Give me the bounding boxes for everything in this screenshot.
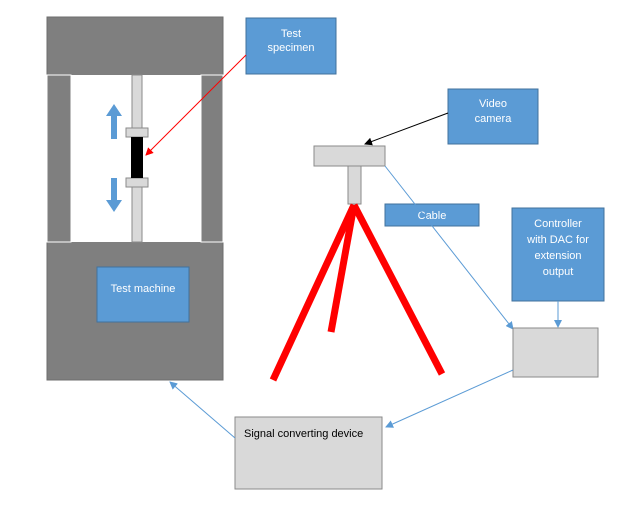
controller-to-converter-arrow	[385, 369, 514, 428]
arrow-up-icon	[106, 104, 122, 139]
test-specimen-label-box: Test specimen	[245, 17, 337, 75]
tripod	[269, 203, 446, 382]
controller-label-line1: Controller	[534, 218, 582, 230]
cable-label: Cable	[418, 210, 447, 222]
cable-connector	[384, 165, 514, 330]
specimen-pointer-arrow	[145, 54, 247, 156]
controller-label-box: Controller with DAC for extension output	[511, 207, 605, 302]
controller-label-line4: output	[543, 266, 574, 278]
camera-body	[313, 145, 386, 167]
cable-label-box: Cable	[384, 203, 480, 227]
camera-pointer-arrow	[364, 112, 449, 146]
lower-grip	[125, 177, 149, 188]
controller-label-line2: with DAC for	[526, 234, 589, 246]
controller-label-line3: extension	[534, 250, 581, 262]
controller-device	[512, 327, 599, 378]
specimen-assembly	[125, 74, 149, 243]
test-machine-label: Test machine	[111, 283, 176, 295]
test-specimen-label-line1: Test	[281, 28, 301, 40]
camera-mount	[347, 165, 362, 205]
arrow-down-icon	[106, 178, 122, 212]
video-camera-label-line2: camera	[475, 113, 513, 125]
video-camera	[313, 145, 386, 205]
tripod-leg-middle	[327, 204, 358, 333]
upper-grip	[125, 127, 149, 138]
signal-converting-device-label: Signal converting device	[244, 428, 363, 440]
video-camera-label-box: Video camera	[447, 88, 539, 145]
converter-to-machine-arrow	[169, 381, 236, 439]
signal-converting-device: Signal converting device	[234, 416, 383, 490]
tripod-leg-left	[269, 203, 358, 382]
test-specimen-label-line2: specimen	[267, 42, 314, 54]
video-camera-label-line1: Video	[479, 98, 507, 110]
tripod-leg-right	[350, 203, 446, 376]
test-specimen	[131, 137, 143, 178]
test-machine-label-box: Test machine	[96, 266, 190, 323]
